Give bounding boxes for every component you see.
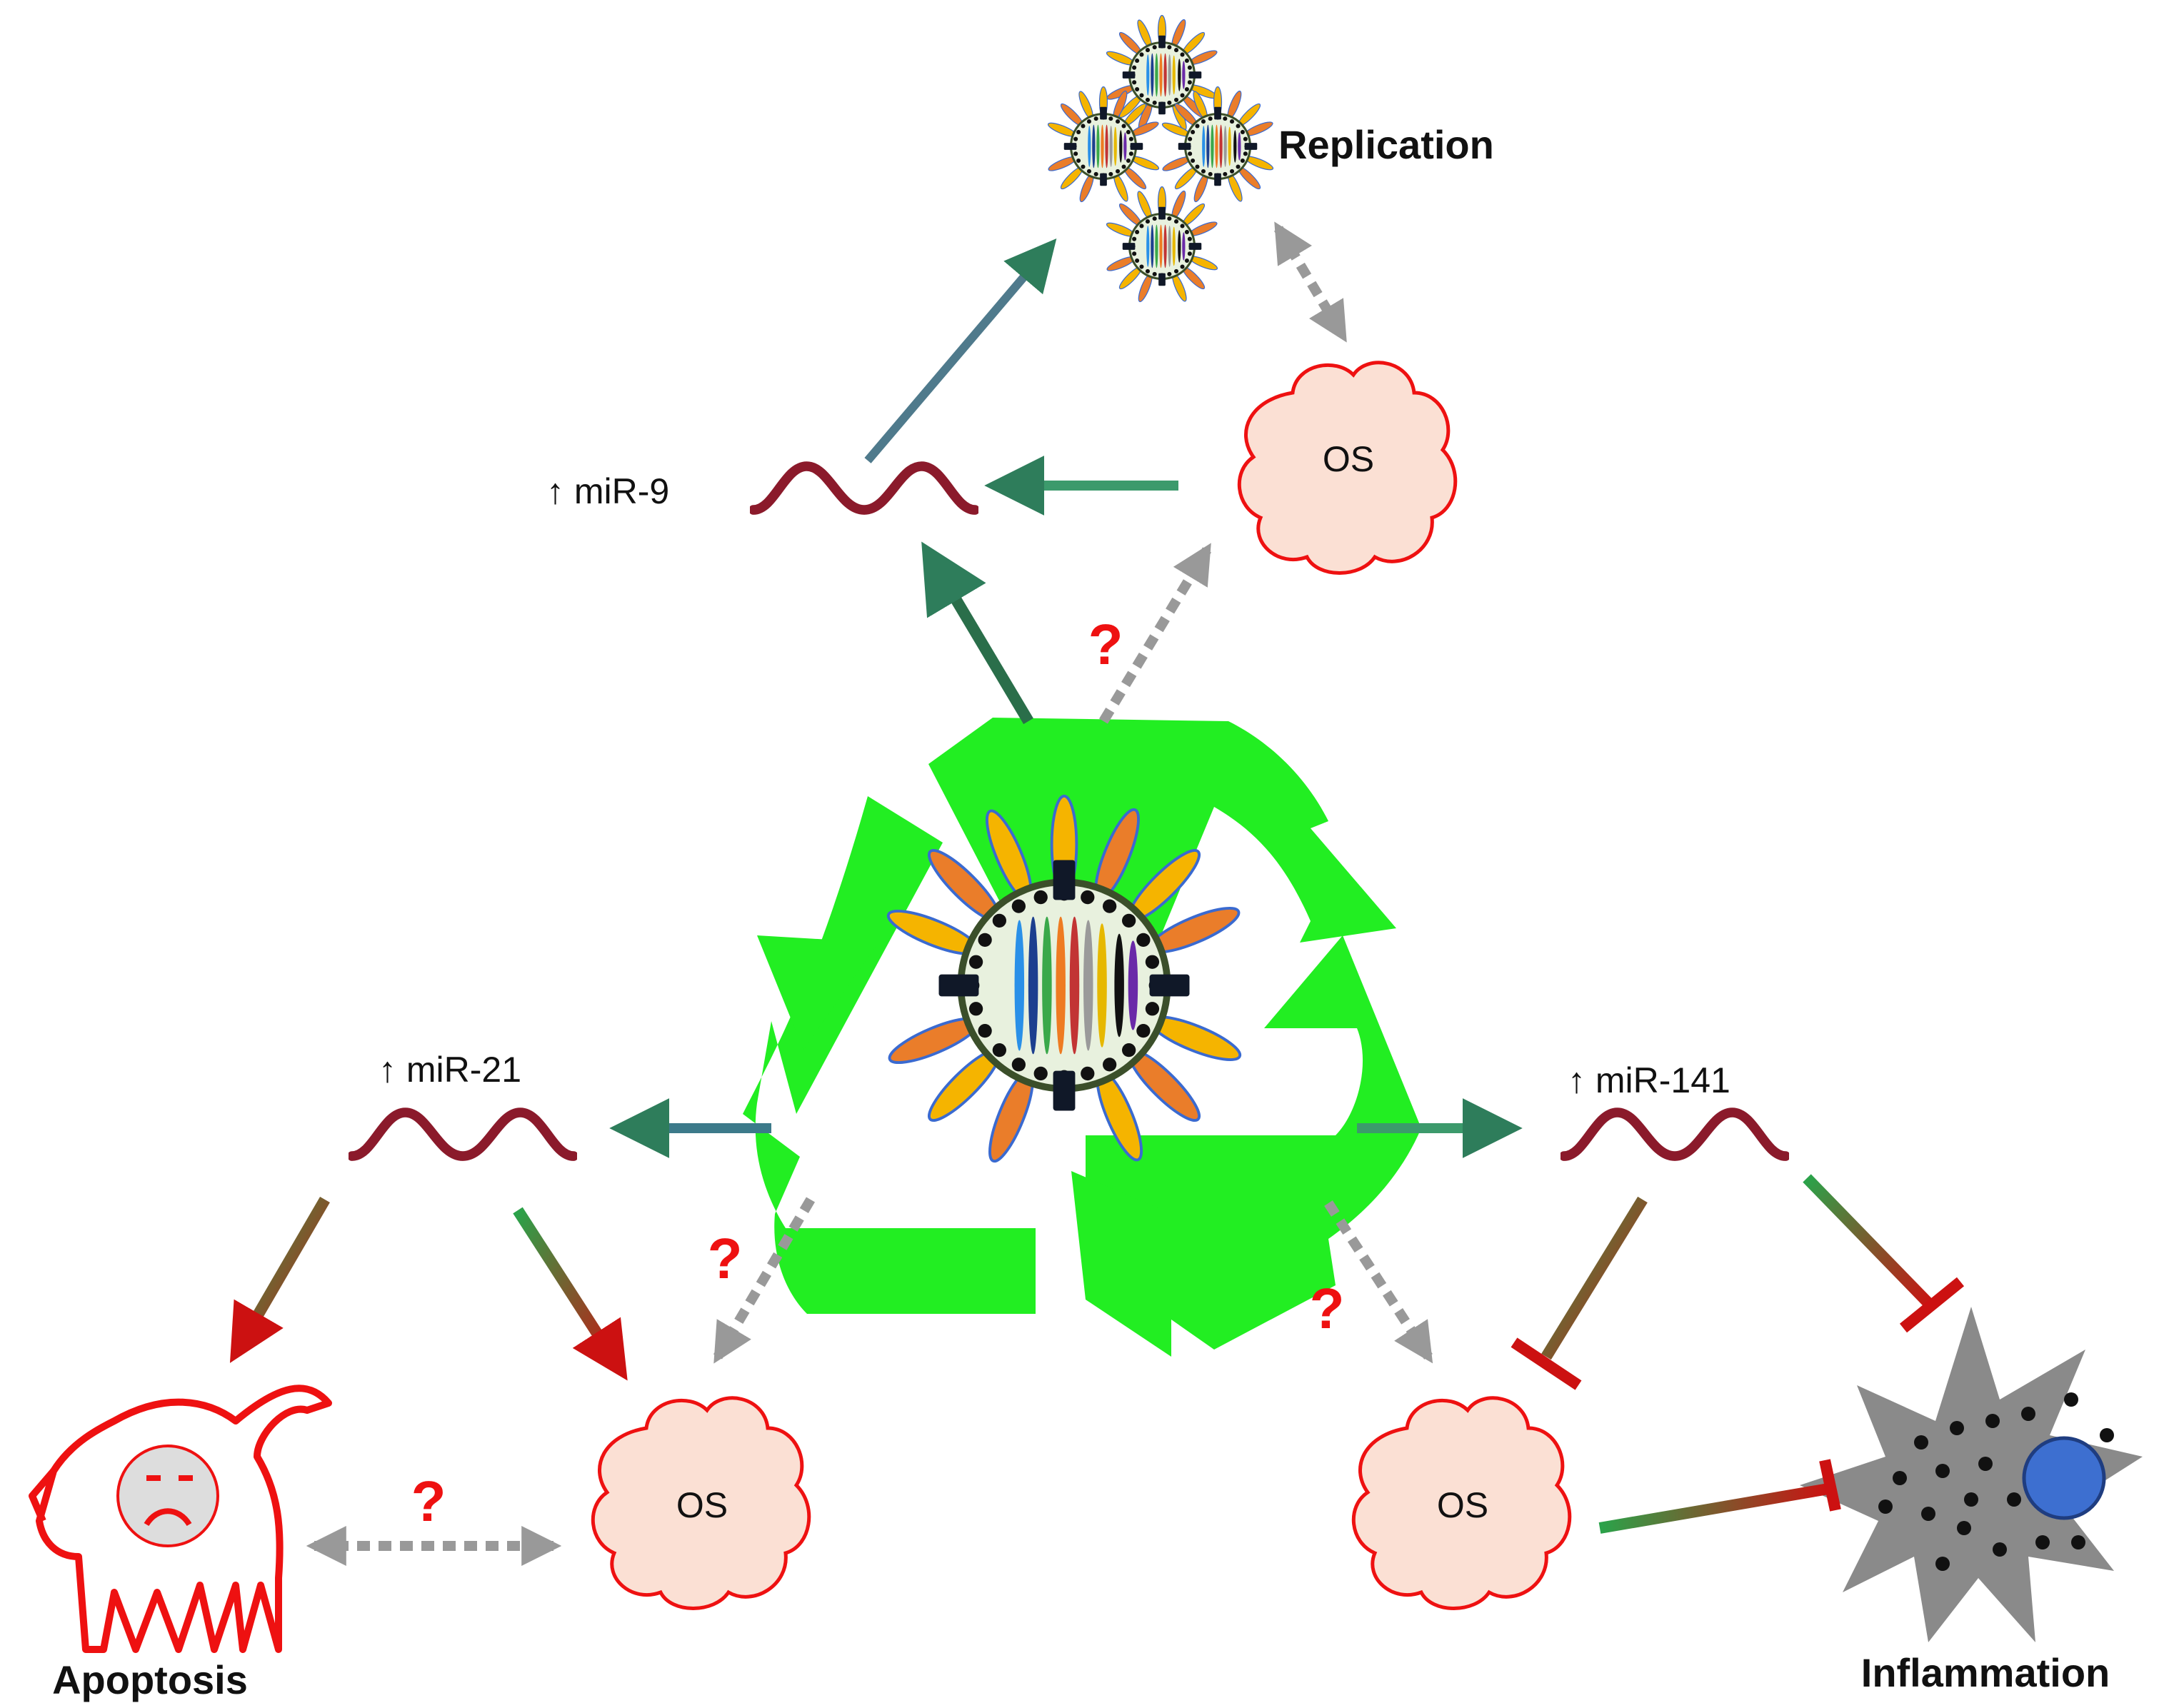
arrow-center-to-mir9 — [921, 541, 1033, 725]
os-label-left: OS — [676, 1485, 728, 1525]
central-virus-icon — [884, 796, 1245, 1166]
arrow-mir21-to-apoptosis — [229, 1196, 330, 1363]
inhibit-os-to-inflammation — [1598, 1459, 1841, 1534]
mir21-wave-icon — [352, 1112, 573, 1156]
mir9-wave-icon — [753, 466, 975, 510]
virus-cluster-icon — [1046, 14, 1276, 304]
mir141-wave-icon — [1564, 1112, 1785, 1156]
apoptotic-cell-icon — [29, 1385, 332, 1653]
question-mark-left: ? — [708, 1227, 743, 1290]
mir21-label: ↑ miR-21 — [379, 1050, 521, 1090]
inhibit-mir141-to-inflammation — [1803, 1174, 1965, 1333]
inhibit-mir141-to-os — [1511, 1196, 1648, 1390]
mir141-label: ↑ miR-141 — [1568, 1060, 1730, 1100]
arrow-mir9-to-replication — [864, 238, 1057, 463]
arrow-mir21-to-os-left — [513, 1207, 628, 1381]
inflammation-label: Inflammation — [1861, 1650, 2110, 1695]
arrow-center-to-os-left — [713, 1197, 816, 1364]
inflammatory-cell-icon — [1800, 1307, 2143, 1642]
question-mark-bottom-left: ? — [411, 1470, 446, 1533]
os-label-right: OS — [1437, 1485, 1488, 1525]
arrow-center-to-os-right — [1324, 1200, 1433, 1364]
apoptosis-label: Apoptosis — [52, 1657, 248, 1702]
os-label-top: OS — [1323, 439, 1374, 479]
question-mark-right: ? — [1310, 1277, 1345, 1340]
question-mark-top: ? — [1088, 613, 1123, 676]
mir9-label: ↑ miR-9 — [546, 471, 669, 511]
arrow-replication-os — [1273, 221, 1348, 343]
replication-label: Replication — [1278, 122, 1494, 167]
arrow-center-to-os-top — [1099, 543, 1211, 724]
